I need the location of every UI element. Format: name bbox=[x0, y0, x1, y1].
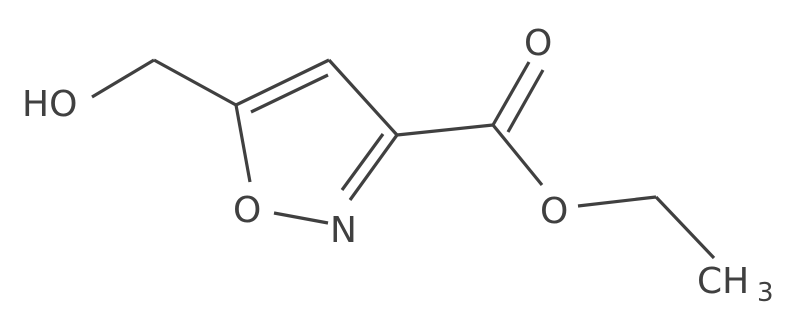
ring-nitrogen-label: N bbox=[330, 210, 357, 251]
carbonyl-oxygen-label: O bbox=[524, 23, 552, 64]
bond-o1-n2 bbox=[273, 211, 329, 225]
methyl-label: CH bbox=[697, 261, 749, 302]
bond-c4-c3 bbox=[327, 58, 399, 137]
bonds bbox=[91, 58, 716, 260]
ring-oxygen-label: O bbox=[233, 190, 261, 231]
bond-n2-c3-inner bbox=[340, 133, 385, 191]
bond-co-double-b bbox=[506, 69, 545, 133]
bond-ho-ch2 bbox=[91, 58, 155, 99]
ester-oxygen-label: O bbox=[540, 191, 568, 232]
bond-co-double-a bbox=[491, 61, 531, 126]
hydroxyl-label: HO bbox=[22, 84, 77, 125]
bond-carbonyl-oester bbox=[491, 123, 544, 187]
methyl-subscript: 3 bbox=[757, 278, 774, 308]
bond-c3-carbonyl bbox=[396, 123, 494, 137]
bond-n2-c3-outer bbox=[348, 134, 399, 201]
bond-ch2-c5 bbox=[153, 58, 237, 107]
bond-ch2-ch3 bbox=[654, 195, 716, 260]
bond-c5-c4-inner bbox=[250, 73, 329, 114]
bond-oester-ch2 bbox=[577, 195, 657, 208]
bond-c5-c4-outer bbox=[235, 58, 330, 107]
bond-c5-o1 bbox=[234, 104, 252, 183]
